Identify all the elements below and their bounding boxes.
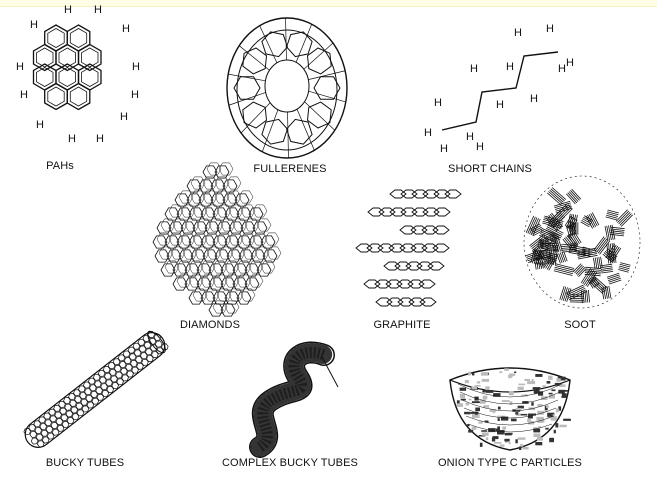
bucky-tubes-panel: BUCKY TUBES xyxy=(20,325,170,473)
svg-text:H: H xyxy=(530,93,538,105)
svg-text:H: H xyxy=(470,63,478,75)
svg-text:H: H xyxy=(68,133,76,145)
soot-particle-icon xyxy=(520,170,650,320)
svg-text:H: H xyxy=(20,89,28,101)
pahs-label: PAHs xyxy=(30,160,90,172)
onion-particle-icon xyxy=(430,350,590,455)
onion-particles-label: ONION TYPE C PARTICLES xyxy=(430,457,590,469)
svg-text:H: H xyxy=(476,141,484,153)
pahs-panel: HHHHHHHHHHHH PAHs xyxy=(0,0,160,180)
alkane-chain-icon: HHHHHHHHHHHHH xyxy=(410,0,590,165)
graphite-panel: GRAPHITE xyxy=(340,180,460,335)
soot-label: SOOT xyxy=(555,319,605,331)
complex-bucky-tubes-panel: COMPLEX BUCKY TUBES xyxy=(220,335,360,473)
fullerenes-panel: FULLERENES xyxy=(210,0,360,180)
svg-text:H: H xyxy=(94,4,102,16)
svg-text:H: H xyxy=(96,133,104,145)
svg-text:H: H xyxy=(440,143,448,155)
svg-text:H: H xyxy=(30,19,38,31)
svg-text:H: H xyxy=(566,57,574,69)
diamonds-label: DIAMONDS xyxy=(170,319,250,331)
soot-panel: SOOT xyxy=(520,170,650,335)
svg-text:H: H xyxy=(546,23,554,35)
svg-text:H: H xyxy=(466,131,474,143)
coiled-nanotube-icon xyxy=(220,335,360,457)
svg-text:H: H xyxy=(514,27,522,39)
svg-text:H: H xyxy=(434,97,442,109)
onion-particles-panel: ONION TYPE C PARTICLES xyxy=(430,350,590,473)
graphite-layers-icon xyxy=(340,180,460,320)
complex-bucky-tubes-label: COMPLEX BUCKY TUBES xyxy=(220,457,360,469)
diamonds-panel: DIAMONDS xyxy=(150,160,290,335)
nanotube-icon xyxy=(20,325,170,455)
svg-text:H: H xyxy=(64,4,72,16)
fullerene-cage-icon xyxy=(210,0,360,170)
svg-text:H: H xyxy=(131,89,139,101)
pah-molecule-icon: HHHHHHHHHHHH xyxy=(0,0,160,160)
short-chains-panel: HHHHHHHHHHHHH SHORT CHAINS xyxy=(410,0,590,180)
svg-text:H: H xyxy=(424,127,432,139)
svg-text:H: H xyxy=(122,23,130,35)
svg-text:H: H xyxy=(506,61,514,73)
bucky-tubes-label: BUCKY TUBES xyxy=(30,457,140,469)
svg-text:H: H xyxy=(16,61,24,73)
svg-text:H: H xyxy=(558,63,566,75)
svg-text:H: H xyxy=(120,111,128,123)
svg-text:H: H xyxy=(132,61,140,73)
svg-text:H: H xyxy=(36,119,44,131)
svg-text:H: H xyxy=(496,99,504,111)
diamond-lattice-icon xyxy=(150,160,290,320)
graphite-label: GRAPHITE xyxy=(362,319,442,331)
